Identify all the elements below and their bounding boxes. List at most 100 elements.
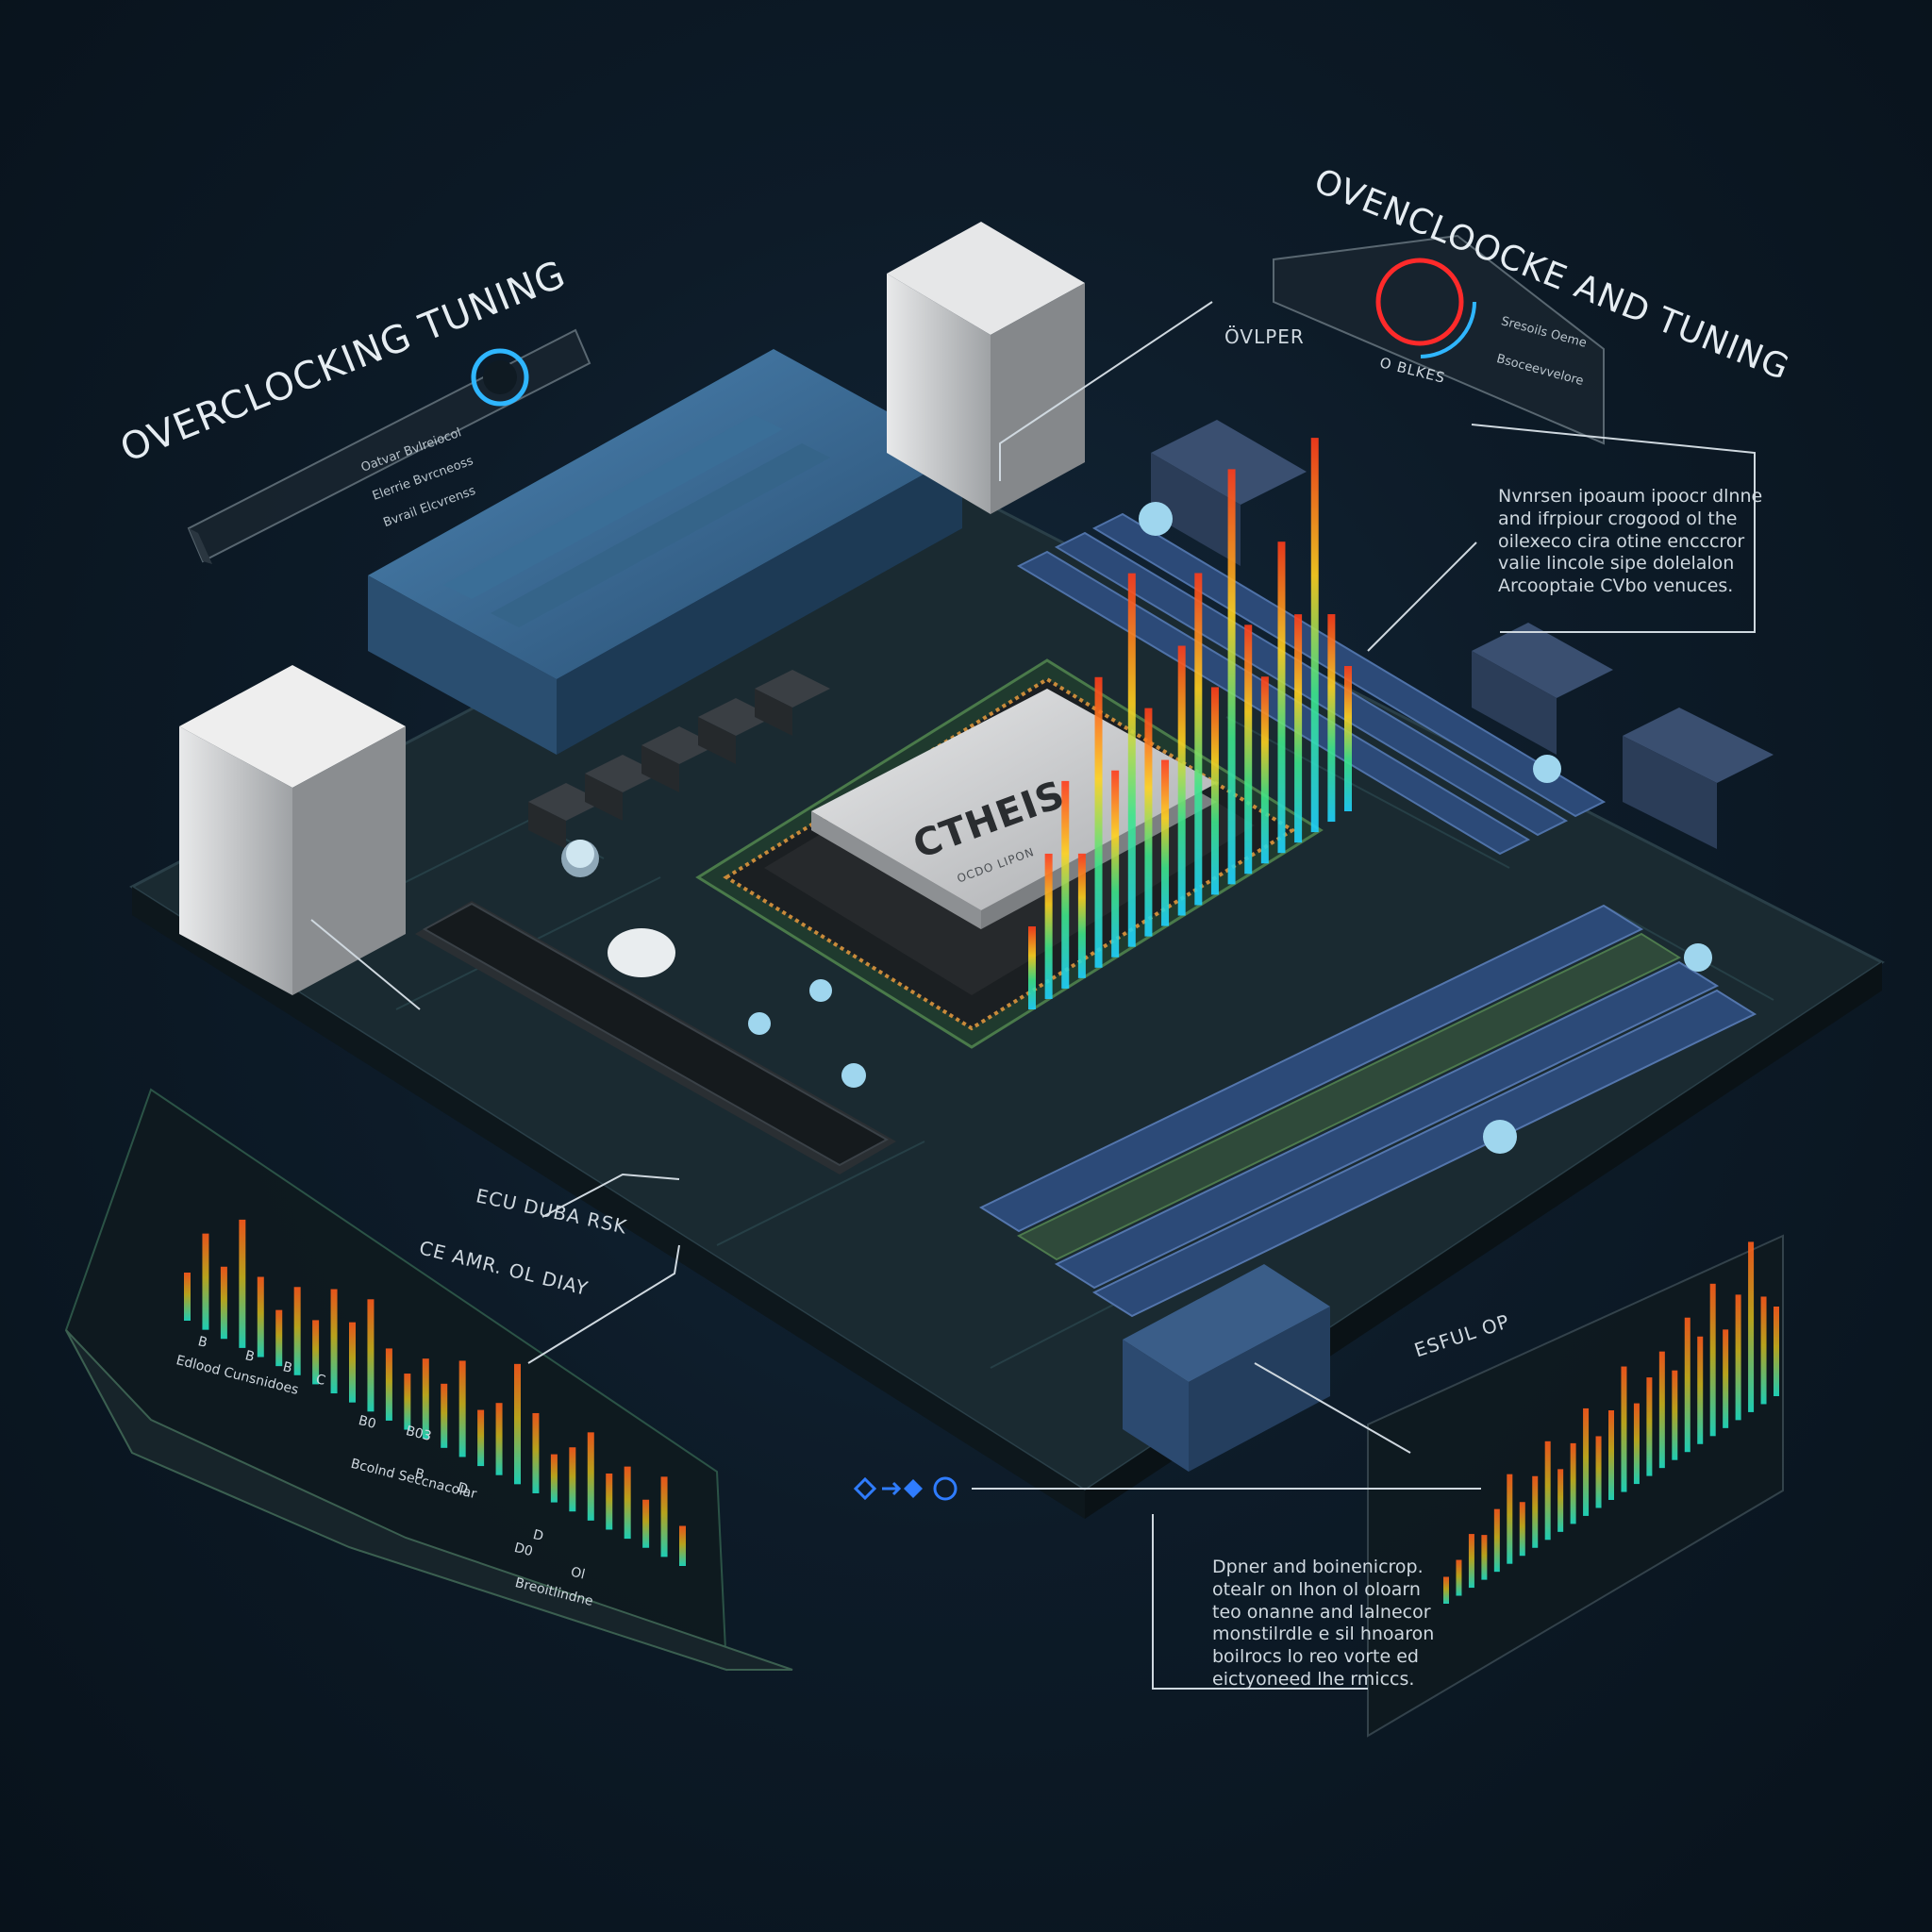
lower-dimm-slots [978,904,1757,1318]
left-wave-bar [349,1322,356,1403]
left-wave-bar [458,1360,466,1457]
cpu-chip [811,689,1217,929]
cpu-spikes-bar [1194,573,1203,906]
right-wave-bar [1532,1475,1539,1548]
capacitors [561,502,1712,1154]
cpu-spikes-bar [1161,759,1170,926]
left-wave-bar [202,1233,209,1330]
right-wave-bar [1595,1436,1602,1508]
right-wave-bar [1608,1410,1614,1500]
left-wave-chart [184,1219,686,1566]
right-wave-bar [1456,1559,1462,1596]
left-wave-bar [239,1219,246,1348]
right-control-panel [1273,234,1605,445]
left-wave-bar [293,1287,301,1375]
cpu-spikes-bar [1144,708,1153,937]
atx-power-connector [1123,1264,1330,1472]
cpu-spikes-bar [1327,614,1336,823]
right-wave-bar [1633,1403,1640,1485]
cpu-spikes-bar [1294,614,1303,843]
left-wave-bar [532,1412,540,1493]
cpu-spikes-bar [1028,926,1036,1009]
arrow-right-icon[interactable] [882,1481,902,1496]
left-wave-bar [477,1409,485,1467]
cpu-spikes-bar [1044,853,1053,999]
left-wave-bar [624,1466,631,1540]
pcie-slot [415,901,896,1174]
right-wave-bar [1760,1296,1767,1405]
left-wave-bar [184,1273,191,1321]
cpu-spikes-bar [1260,676,1269,864]
top-pointer-label: ÖVLPER [1224,325,1305,348]
left-wave-bar [220,1266,227,1340]
right-wave-bar [1557,1469,1564,1532]
cpu-spike-chart [1028,438,1352,1009]
diamond-arrow-icon[interactable] [853,1476,877,1501]
vrm-heatsink [368,349,962,755]
left-control-panel [187,328,591,564]
right-wave-bar [1709,1283,1716,1437]
left-wave-bar [679,1525,686,1566]
cpu-spikes-bar [1277,541,1286,854]
cpu-spikes-bar [1111,770,1120,958]
nav-icons[interactable] [853,1476,958,1501]
cpu-spikes-bar [1210,687,1219,895]
right-wave-bar [1507,1474,1513,1564]
left-wave-bar [660,1476,668,1557]
cpu-spikes-bar [1227,469,1236,885]
cpu-spikes-bar [1310,438,1319,833]
top-right-connectors [1151,420,1774,849]
left-wave-bar [587,1432,594,1521]
right-wave-bar [1697,1336,1704,1444]
cpu-spikes-bar [1344,666,1352,811]
diamond-icon[interactable] [904,1479,923,1498]
circle-diamond-icon[interactable] [933,1476,958,1501]
cpu-spikes-bar [1127,573,1136,947]
right-wave-bar [1658,1351,1665,1469]
left-wave-bar [642,1499,650,1548]
right-wave-bar [1735,1294,1741,1421]
right-wave-bar [1443,1576,1449,1604]
left-wave-bar [495,1403,503,1475]
right-wave-bar [1468,1534,1474,1589]
left-wave-bar [514,1363,521,1485]
left-wave-bar [312,1320,320,1385]
cpu-spikes-bar [1244,625,1253,874]
right-wave-bar [1748,1241,1755,1412]
left-wave-bar [330,1289,338,1394]
right-wave-bar [1583,1407,1590,1516]
right-wave-chart [1443,1241,1779,1604]
right-wave-bar [1646,1377,1653,1476]
bottom-left-chart-panel [64,1088,793,1672]
description-right: Nvnrsen ipoaum ipoocr dlnne and ifrpiour… [1498,486,1763,596]
right-wave-bar [1684,1317,1690,1453]
cpu-spikes-bar [1094,676,1103,968]
left-wave-bar [550,1454,558,1503]
left-wave-bar [404,1374,411,1430]
right-wave-bar [1493,1508,1500,1573]
cpu-spikes-bar [1061,780,1070,989]
left-wave-bar [441,1383,448,1448]
left-wave-bar [569,1447,576,1512]
left-wave-bar [367,1299,375,1412]
io-box-top [887,222,1085,514]
right-wave-bar [1570,1442,1576,1524]
right-wave-bar [1723,1329,1729,1428]
right-wave-bar [1544,1441,1551,1541]
io-box-left [179,665,406,995]
vrm-chokes [528,670,830,849]
left-wave-bar [606,1473,613,1530]
right-wave-bar [1519,1502,1525,1557]
right-wave-bar [1481,1535,1488,1580]
cpu-spikes-bar [1177,645,1186,916]
right-wave-bar [1672,1370,1678,1460]
right-wave-bar [1621,1366,1627,1492]
description-bottom: Dpner and boinenicrop. otealr on lhon ol… [1212,1557,1435,1690]
left-wave-bar [257,1276,264,1357]
left-wave-bar [385,1348,392,1421]
left-wave-bar [422,1358,429,1440]
callout-lines [310,301,1756,1690]
left-wave-bar [275,1309,283,1367]
cpu-spikes-bar [1077,853,1086,978]
